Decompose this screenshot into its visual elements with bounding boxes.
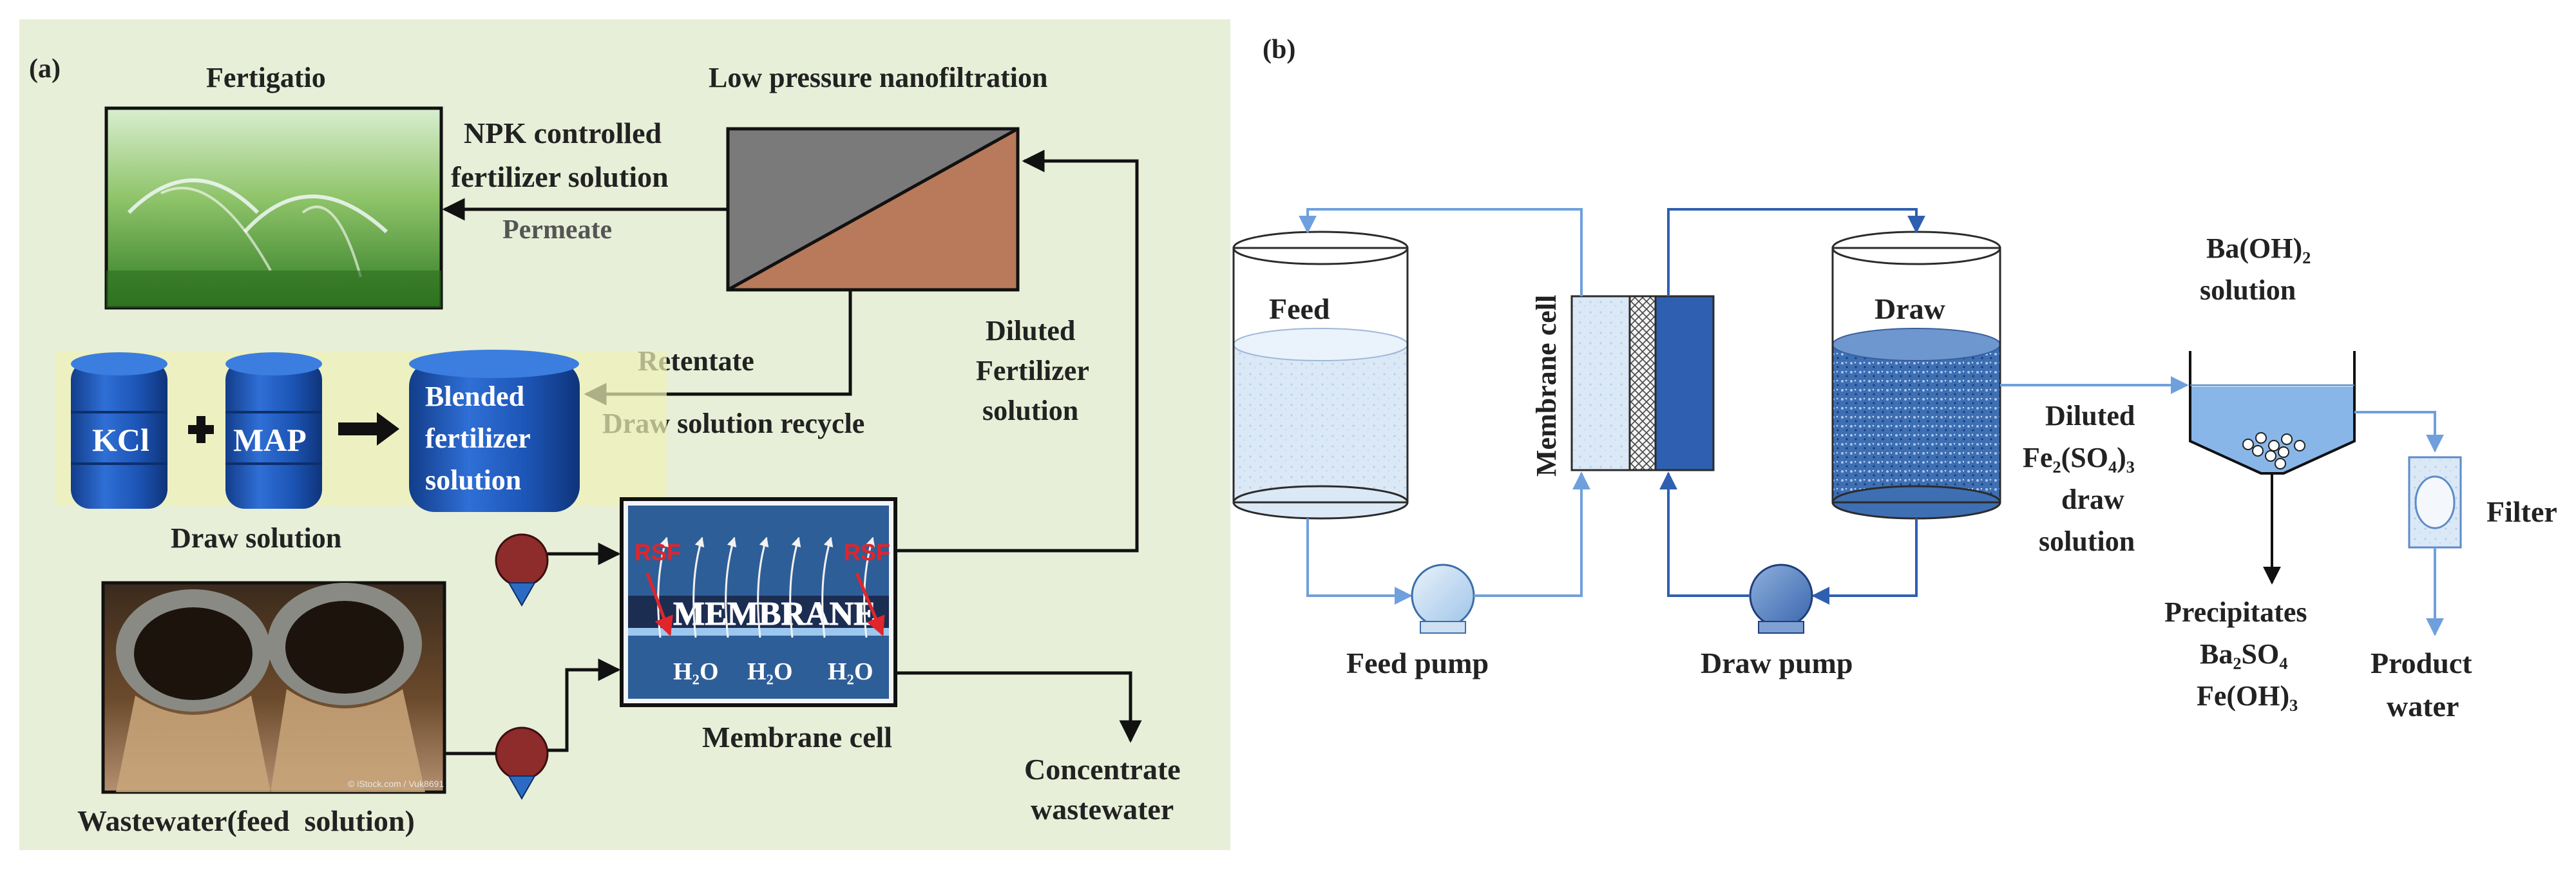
membrane-cell-a-label: Membrane cell: [702, 721, 892, 754]
feed-pump-b: [1411, 564, 1475, 634]
feed-tank-label: Feed: [1269, 292, 1330, 325]
rsf-left-arrow: [645, 573, 673, 636]
diluted-flow-line: [895, 149, 1139, 553]
feed-to-cell-b-line: [1474, 471, 1590, 597]
filter-label: Filter: [2486, 495, 2557, 528]
panel-a: (a) Fertigatio Low pressure nanofiltrati…: [19, 19, 1230, 850]
filter-icon: [2408, 456, 2462, 549]
draw-to-tank-line: [1667, 208, 1925, 296]
feed-outlet-line: [1306, 518, 1413, 605]
diluted-draw-label-1: Diluted: [2045, 400, 2135, 431]
rsf-right-arrow: [855, 573, 885, 636]
h2o-label-1: H₂O: [673, 658, 719, 685]
draw-tank: [1831, 231, 2001, 520]
membrane-cell-b-label: Membrane cell: [1531, 295, 1562, 477]
feed-tank: [1232, 231, 1409, 520]
precipitates-label-2: Ba₂SO₄: [2200, 638, 2287, 670]
nanofiltration-unit: [726, 127, 1020, 292]
diluted-label-3: solution: [982, 395, 1078, 426]
feed-pump-label: Feed pump: [1346, 647, 1489, 679]
right-arrow-icon: [338, 412, 399, 446]
diluted-label-1: Diluted: [986, 315, 1075, 346]
draw-solution-label: Draw solution: [171, 522, 341, 554]
rsf-left-label: RSF: [634, 539, 681, 565]
diluted-draw-label-4: solution: [2039, 526, 2135, 557]
draw-pump-a: [495, 533, 549, 607]
panel-b: (b) Feed Membrane cell Draw: [1232, 35, 2557, 723]
baoh-label-2: solution: [2200, 274, 2296, 306]
h2o-label-3: H₂O: [828, 658, 873, 685]
concentrate-label-2: wastewater: [1031, 793, 1174, 826]
blended-label-1: Blended: [425, 381, 524, 412]
product-water-label-1: Product: [2371, 647, 2472, 679]
nanofiltration-label: Low pressure nanofiltration: [709, 62, 1047, 93]
h2o-label-2: H₂O: [747, 658, 793, 685]
membrane-cell-b: [1570, 295, 1715, 471]
draw-tank-label: Draw: [1875, 292, 1945, 325]
wastewater-label: Wastewater(feed solution): [77, 804, 415, 837]
map-label: MAP: [233, 422, 307, 458]
membrane-label: MEMBRANE: [673, 596, 876, 632]
permeate-label: Permeate: [502, 215, 612, 245]
retentate-recycle-line: [584, 290, 852, 406]
draw-pump-label: Draw pump: [1701, 647, 1853, 679]
product-water-label-2: water: [2387, 690, 2459, 723]
npk-label-1: NPK controlled: [464, 117, 662, 149]
feed-return-line: [1299, 208, 1583, 296]
plus-icon: [188, 416, 214, 443]
rsf-right-label: RSF: [844, 539, 890, 565]
photo-credit: © iStock.com / Vuk8691: [348, 779, 444, 789]
membrane-cell-a: MEMBRANE RSF RSF H₂O H₂O H₂O: [620, 497, 897, 707]
precipitates-label-1: Precipitates: [2164, 596, 2307, 628]
fertigation-label: Fertigatio: [206, 62, 326, 93]
fertigation-photo: [104, 106, 443, 310]
concentrate-outlet-line: [895, 671, 1142, 743]
concentrate-label-1: Concentrate: [1024, 753, 1181, 786]
diluted-draw-label-2: Fe₂(SO₄)₃: [2023, 442, 2135, 473]
npk-label-2: fertilizer solution: [451, 160, 669, 193]
blended-label-3: solution: [425, 464, 521, 496]
map-drum: MAP: [225, 352, 322, 509]
blended-label-2: fertilizer: [425, 422, 531, 454]
diluted-label-2: Fertilizer: [976, 355, 1089, 386]
panel-a-label: (a): [29, 54, 61, 84]
kcl-drum: KCl: [71, 352, 167, 509]
draw-to-cell-b-line: [1659, 471, 1750, 597]
wastewater-photo: © iStock.com / Vuk8691: [101, 581, 446, 794]
draw-outlet-line: [1811, 518, 1918, 605]
precipitates-label-3: Fe(OH)₃: [2197, 680, 2298, 712]
diluted-draw-label-3: draw: [2061, 484, 2124, 515]
feed-to-cell-line: [548, 658, 621, 752]
blended-drum: Blended fertilizer solution: [409, 350, 580, 512]
to-filter-line: [2354, 411, 2444, 453]
flux-arrows: [657, 536, 875, 638]
baoh-label-1: Ba(OH)₂: [2206, 232, 2311, 264]
panel-b-label: (b): [1263, 35, 1295, 64]
kcl-label: KCl: [92, 422, 149, 458]
feed-pump-a: [495, 726, 549, 801]
draw-pump-b: [1749, 564, 1813, 634]
precipitation-tank: [2189, 351, 2356, 475]
